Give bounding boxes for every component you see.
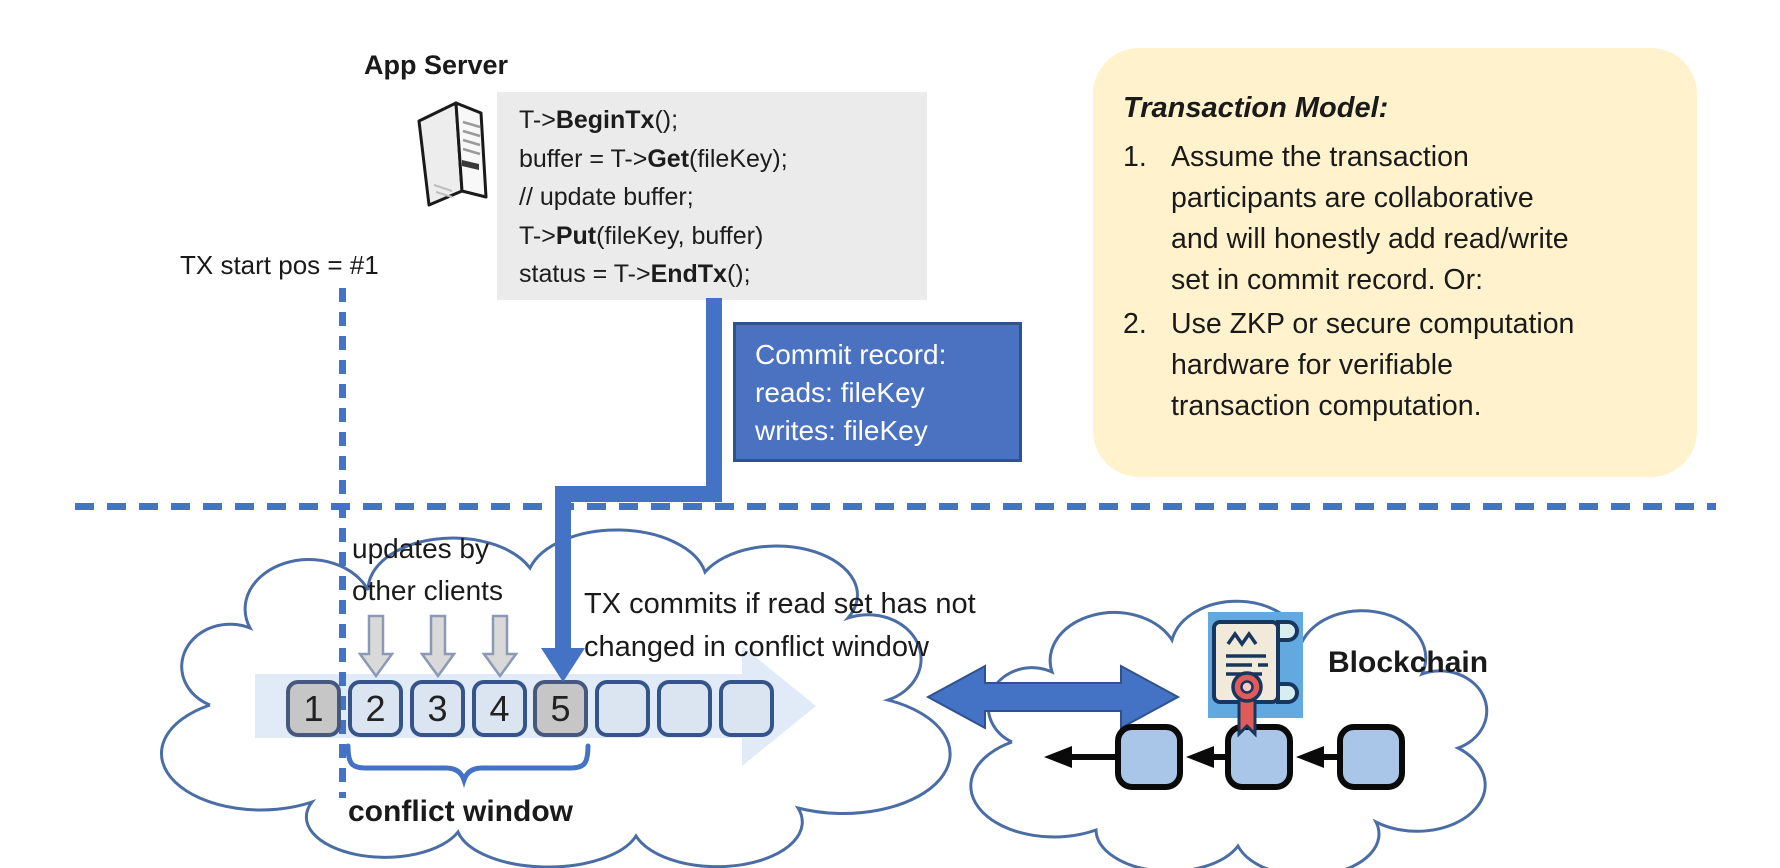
transaction-model-item: 2. Use ZKP or secure computation hardwar… — [1123, 304, 1669, 427]
timeline-slot-7 — [657, 680, 712, 737]
tx-start-pos-label: TX start pos = #1 — [180, 250, 379, 280]
item-text: Use ZKP or secure computation hardware f… — [1171, 308, 1575, 422]
commit-record-line: Commit record: — [755, 339, 947, 370]
blockchain-cloud-outline — [969, 599, 1489, 868]
app-server-label: App Server — [364, 50, 509, 80]
timeline-slot-3: 3 — [410, 680, 465, 737]
code-line: buffer = T->Get(fileKey); — [519, 144, 788, 173]
conflict-window-brace — [345, 743, 591, 788]
conflict-window-label: conflict window — [348, 795, 573, 828]
timeline-slot-1: 1 — [286, 680, 341, 737]
timeline-slot-6 — [595, 680, 650, 737]
commit-record-line: writes: fileKey — [755, 415, 928, 446]
update-arrow-icon — [481, 614, 519, 679]
timeline-slot-4: 4 — [472, 680, 527, 737]
block-icon — [1337, 724, 1405, 790]
code-line: // update buffer; — [519, 183, 694, 211]
blockchain-label: Blockchain — [1328, 646, 1489, 679]
block-icon — [1225, 724, 1293, 790]
commit-flow-arrowhead — [541, 648, 585, 682]
transaction-model-item: 1. Assume the transaction participants a… — [1123, 137, 1669, 301]
sync-double-arrow — [925, 664, 1181, 730]
code-line: T->BeginTx(); — [519, 106, 679, 134]
tx-commits-label: TX commits if read set has not changed i… — [584, 588, 976, 663]
item-number: 1. — [1123, 141, 1147, 173]
commit-record-line: reads: fileKey — [755, 377, 925, 408]
update-arrow-icon — [419, 614, 457, 679]
update-arrow-icon — [357, 614, 395, 679]
transaction-code-block: T->BeginTx(); buffer = T->Get(fileKey); … — [497, 92, 927, 300]
commit-boundary-dashed-line — [75, 503, 1716, 510]
code-line: status = T->EndTx(); — [519, 260, 751, 288]
timeline-slot-2: 2 — [348, 680, 403, 737]
server-icon — [417, 101, 488, 207]
commit-record-box: Commit record: reads: fileKey writes: fi… — [733, 322, 1022, 462]
timeline-slot-8 — [719, 680, 774, 737]
timeline-slot-5: 5 — [533, 680, 588, 737]
smart-contract-icon — [1208, 612, 1303, 738]
transaction-model-title: Transaction Model: — [1123, 92, 1389, 124]
transaction-model-note: Transaction Model: 1. Assume the transac… — [1093, 48, 1697, 477]
blockchain-blocks — [1044, 724, 1405, 790]
item-text: Assume the transaction participants are … — [1171, 141, 1569, 296]
block-icon — [1115, 724, 1183, 790]
code-line: T->Put(fileKey, buffer) — [519, 221, 764, 250]
updates-by-other-clients-label: updates by other clients — [352, 533, 503, 606]
item-number: 2. — [1123, 308, 1147, 340]
